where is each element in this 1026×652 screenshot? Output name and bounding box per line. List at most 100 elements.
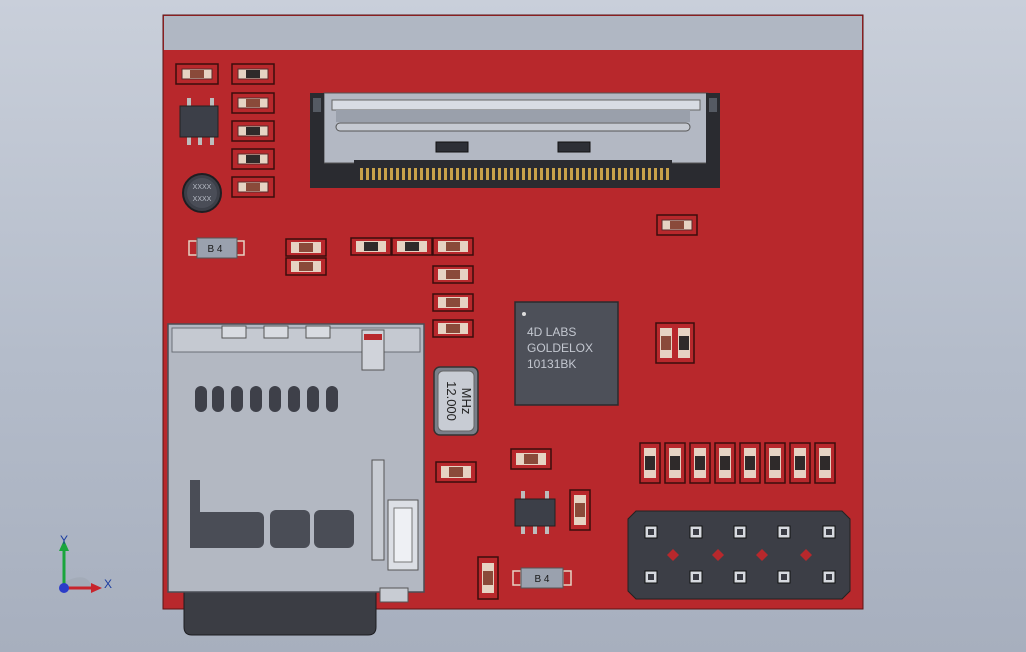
middle-resistors [285, 237, 474, 338]
ffc-pin [510, 168, 513, 180]
ffc-pin [648, 168, 651, 180]
ffc-pin [558, 168, 561, 180]
ffc-pin [600, 168, 603, 180]
ffc-pin [522, 168, 525, 180]
regulator-chip-bottom [514, 491, 556, 534]
crystal-unit: MHz [459, 388, 474, 415]
sd-contact-slot [195, 386, 207, 412]
crystal-oscillator: 12.000 MHz [433, 366, 479, 436]
ffc-pin [498, 168, 501, 180]
resistor-row-center [820, 456, 830, 470]
ffc-pin [444, 168, 447, 180]
ffc-pin [408, 168, 411, 180]
resistor-row-outline [664, 442, 686, 484]
header-pin-hole [826, 529, 832, 535]
ffc-pin [660, 168, 663, 180]
header-pin-hole [781, 529, 787, 535]
ffc-pin [588, 168, 591, 180]
resistor-row-outline [714, 442, 736, 484]
ffc-pin [576, 168, 579, 180]
sd-contact-slot [326, 386, 338, 412]
ffc-pin [570, 168, 573, 180]
chip-line-3: 10131BK [527, 357, 576, 371]
ffc-pin [642, 168, 645, 180]
ffc-pin [384, 168, 387, 180]
top-left-resistors [175, 63, 275, 198]
resistor-row-outline [689, 442, 711, 484]
resistor-row-center [745, 456, 755, 470]
ffc-pin [438, 168, 441, 180]
resistor-row-outline [739, 442, 761, 484]
ffc-pin [528, 168, 531, 180]
ffc-pin [582, 168, 585, 180]
sd-contact-slot [212, 386, 224, 412]
ffc-pin [636, 168, 639, 180]
resistor-row-center [770, 456, 780, 470]
ffc-pin [450, 168, 453, 180]
ffc-pin [540, 168, 543, 180]
ffc-pin [492, 168, 495, 180]
ffc-pin [534, 168, 537, 180]
regulator-chip-top [179, 98, 219, 145]
goldelox-chip: 4D LABS GOLDELOX 10131BK [514, 301, 619, 406]
header-diamond [667, 549, 679, 561]
header-pin-hole [648, 529, 654, 535]
ffc-connector [310, 92, 720, 188]
header-diamond [756, 549, 768, 561]
sd-contact-slot [250, 386, 262, 412]
header-pin-hole [826, 574, 832, 580]
pin-header [627, 510, 851, 600]
ffc-pin [654, 168, 657, 180]
resistor-right-top [656, 214, 698, 236]
ffc-pin [486, 168, 489, 180]
resistor-row [639, 442, 836, 484]
ffc-pin [468, 168, 471, 180]
resistor-row-center [695, 456, 705, 470]
ffc-pin [360, 168, 363, 180]
crystal-freq: 12.000 [444, 381, 459, 421]
ffc-pin [630, 168, 633, 180]
ffc-pin [372, 168, 375, 180]
ffc-pin [546, 168, 549, 180]
resistor-row-outline [639, 442, 661, 484]
header-pin-hole [737, 529, 743, 535]
ffc-pin [390, 168, 393, 180]
sd-contact-slot [288, 386, 300, 412]
sd-contact-slot [231, 386, 243, 412]
transistor-top-label: B 4 [207, 244, 222, 255]
buzzer-mark-1: XXXX [193, 184, 212, 191]
ffc-pin [606, 168, 609, 180]
buzzer-mark-2: XXXX [193, 196, 212, 203]
axis-triad: Y X [59, 533, 112, 593]
resistor-row-center [795, 456, 805, 470]
header-pin-hole [693, 574, 699, 580]
header-pin-hole [693, 529, 699, 535]
ffc-pin [396, 168, 399, 180]
ffc-pin [618, 168, 621, 180]
resistor-row-center [670, 456, 680, 470]
resistor-row-outline [764, 442, 786, 484]
buzzer: XXXX XXXX [182, 173, 222, 213]
chip-line-2: GOLDELOX [527, 341, 593, 355]
ffc-pin [426, 168, 429, 180]
header-pin-hole [648, 574, 654, 580]
sd-card-socket: S 1 [167, 323, 425, 636]
resistor-row-outline [814, 442, 836, 484]
resistor-row-center [645, 456, 655, 470]
header-diamond [712, 549, 724, 561]
ffc-pin [378, 168, 381, 180]
transistor-top: B 4 [188, 237, 245, 259]
triad-y-label: Y [60, 533, 68, 547]
ffc-pin [366, 168, 369, 180]
ffc-pin [432, 168, 435, 180]
ffc-pin [516, 168, 519, 180]
ffc-pin [474, 168, 477, 180]
header-diamond [800, 549, 812, 561]
transistor-bottom: B 4 [512, 567, 572, 589]
ffc-pin [564, 168, 567, 180]
ffc-pin [504, 168, 507, 180]
ffc-pin [414, 168, 417, 180]
pcb-top-strip [164, 16, 862, 50]
ffc-pin [402, 168, 405, 180]
